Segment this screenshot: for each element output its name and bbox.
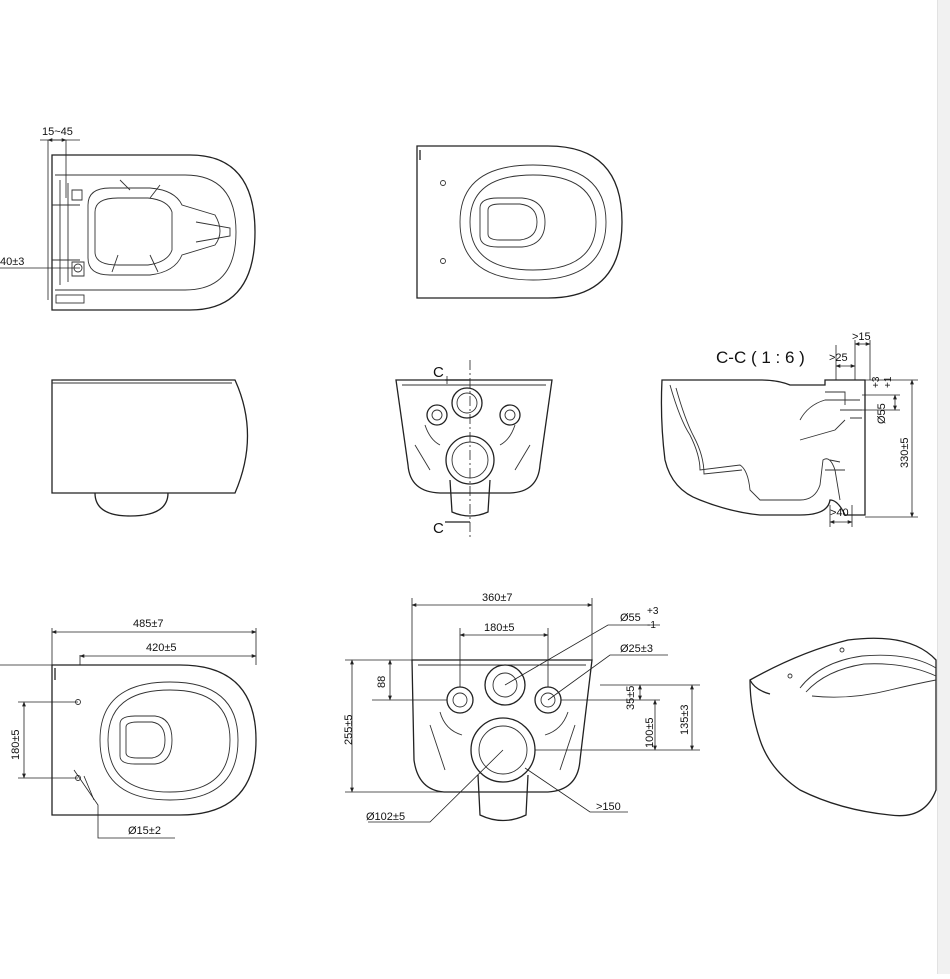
- section-cc-view: C-C ( 1 : 6 ) >25 >15 330±5 Ø55 +3 +1 >4…: [660, 331, 918, 527]
- section-mark-bottom: C: [433, 520, 444, 537]
- section-mark-top: C: [433, 364, 444, 381]
- rear-135-label: 135±3: [679, 704, 691, 735]
- sec-gt15-label: >15: [852, 331, 871, 343]
- rear-pipe-tol-plus: +3: [647, 606, 659, 617]
- rear-elevation-dimensioned: 360±7 180±5 255±5 88 35±5 100±5 135±3 Ø5…: [343, 592, 700, 823]
- sec-height-label: 330±5: [899, 437, 911, 468]
- rear-width-label: 360±7: [482, 592, 513, 604]
- plan-inner-label: 420±5: [146, 642, 177, 654]
- sec-pipe-tol-plus: +3: [871, 376, 882, 388]
- vertical-scrollbar[interactable]: [937, 0, 950, 974]
- plan-hole-dia-label: Ø15±2: [128, 825, 161, 837]
- rear-255-label: 255±5: [343, 714, 355, 745]
- rear-pipe-tol-minus: -1: [647, 620, 656, 631]
- plan-length-label: 485±7: [133, 618, 164, 630]
- plan-dimension-view: 485±7 420±5 180±5 Ø15±2: [0, 618, 257, 839]
- rear-bolt-dia-label: Ø25±3: [620, 643, 653, 655]
- side-elevation-view: [51, 379, 249, 517]
- rear-88-label: 88: [376, 676, 388, 688]
- top-gap-label: 15~45: [42, 126, 73, 138]
- rear-pipe-dia-label: Ø55: [620, 612, 641, 624]
- rear-outlet-dia-label: Ø102±5: [366, 811, 405, 823]
- plan-bolt-spacing-label: 180±5: [10, 729, 22, 760]
- perspective-view: [749, 637, 937, 817]
- rear-100-label: 100±5: [644, 717, 656, 748]
- sec-pipe-tol-minus: +1: [883, 376, 894, 388]
- rear-spacing-label: 180±5: [484, 622, 515, 634]
- left-offset-label: 40±3: [0, 256, 24, 268]
- top-plan-view: [416, 145, 623, 299]
- rear-35-label: 35±5: [625, 686, 637, 710]
- sec-gt25-label: >25: [829, 352, 848, 364]
- top-section-view: 15~45 40±3: [0, 126, 256, 311]
- rear-gt150-label: >150: [596, 801, 621, 813]
- section-title: C-C ( 1 : 6 ): [716, 348, 805, 367]
- rear-elevation-small: C C: [395, 360, 553, 538]
- sec-pipe-dia-label: Ø55: [876, 403, 888, 424]
- sec-gt40-label: >40: [830, 507, 849, 519]
